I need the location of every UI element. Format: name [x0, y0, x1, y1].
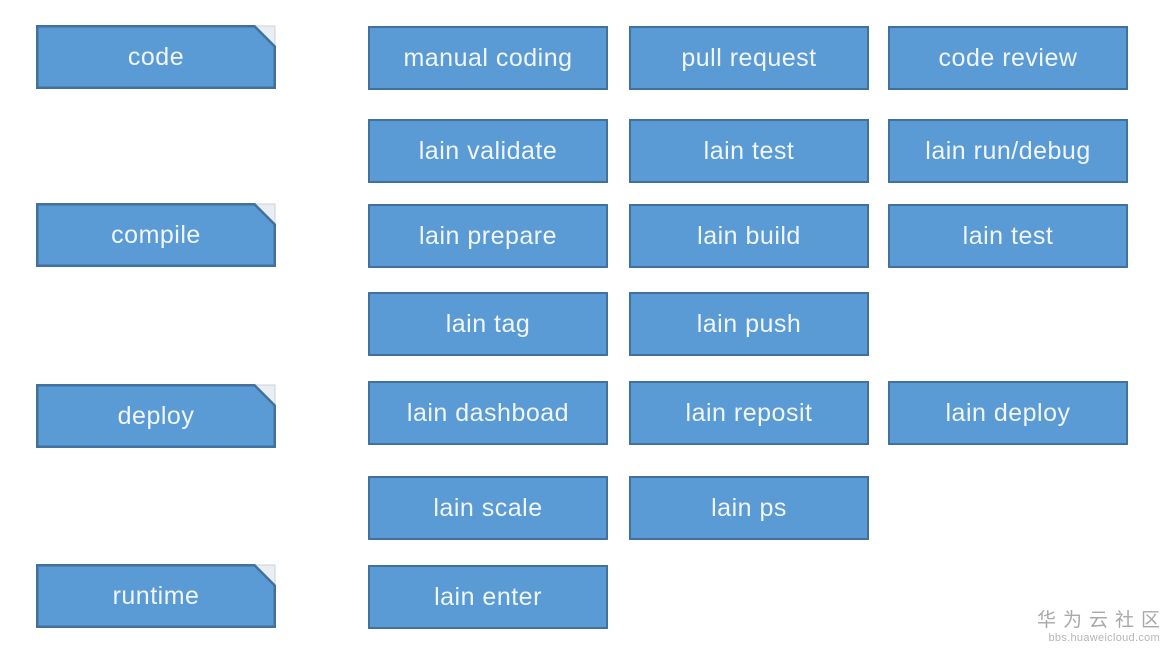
command-box-lain-ps: lain ps: [629, 476, 869, 540]
stage-box-deploy: deploy: [36, 384, 276, 448]
stage-box-compile: compile: [36, 203, 276, 267]
command-box-manual-coding: manual coding: [368, 26, 608, 90]
command-box-lain-validate: lain validate: [368, 119, 608, 183]
command-box-lain-build: lain build: [629, 204, 869, 268]
command-box-pull-request: pull request: [629, 26, 869, 90]
command-box-lain-test-2: lain test: [888, 204, 1128, 268]
command-box-lain-push: lain push: [629, 292, 869, 356]
command-label: lain ps: [711, 493, 787, 522]
stage-label: runtime: [112, 581, 200, 610]
stage-label: code: [127, 42, 185, 71]
command-label: lain dashboad: [406, 398, 570, 427]
command-box-lain-run-debug: lain run/debug: [888, 119, 1128, 183]
watermark: 华为云社区 bbs.huaweicloud.com: [1037, 610, 1160, 644]
command-label: lain test: [703, 136, 795, 165]
command-box-lain-dashboad: lain dashboad: [368, 381, 608, 445]
command-label: pull request: [681, 43, 817, 72]
command-label: lain push: [696, 309, 802, 338]
folded-corner-shape: [36, 384, 276, 448]
command-box-lain-tag: lain tag: [368, 292, 608, 356]
command-label: manual coding: [403, 43, 573, 72]
command-label: lain reposit: [685, 398, 813, 427]
folded-corner-shape: [36, 203, 276, 267]
watermark-title: 华为云社区: [1036, 610, 1167, 632]
command-box-lain-deploy: lain deploy: [888, 381, 1128, 445]
command-box-lain-reposit: lain reposit: [629, 381, 869, 445]
command-label: lain deploy: [945, 398, 1071, 427]
command-label: lain tag: [445, 309, 531, 338]
stage-box-runtime: runtime: [36, 564, 276, 628]
command-box-lain-scale: lain scale: [368, 476, 608, 540]
command-label: lain enter: [434, 582, 542, 611]
command-label: lain test: [962, 221, 1054, 250]
watermark-url: bbs.huaweicloud.com: [1048, 631, 1160, 644]
stage-label: deploy: [117, 401, 195, 430]
command-label: lain build: [697, 221, 801, 250]
command-box-code-review: code review: [888, 26, 1128, 90]
command-label: code review: [938, 43, 1078, 72]
command-label: lain validate: [418, 136, 558, 165]
command-box-lain-prepare: lain prepare: [368, 204, 608, 268]
folded-corner-shape: [36, 564, 276, 628]
command-box-lain-enter: lain enter: [368, 565, 608, 629]
stage-label: compile: [111, 220, 201, 249]
folded-corner-shape: [36, 25, 276, 89]
stage-box-code: code: [36, 25, 276, 89]
command-label: lain scale: [433, 493, 543, 522]
command-box-lain-test: lain test: [629, 119, 869, 183]
command-label: lain prepare: [418, 221, 558, 250]
command-label: lain run/debug: [925, 136, 1091, 165]
